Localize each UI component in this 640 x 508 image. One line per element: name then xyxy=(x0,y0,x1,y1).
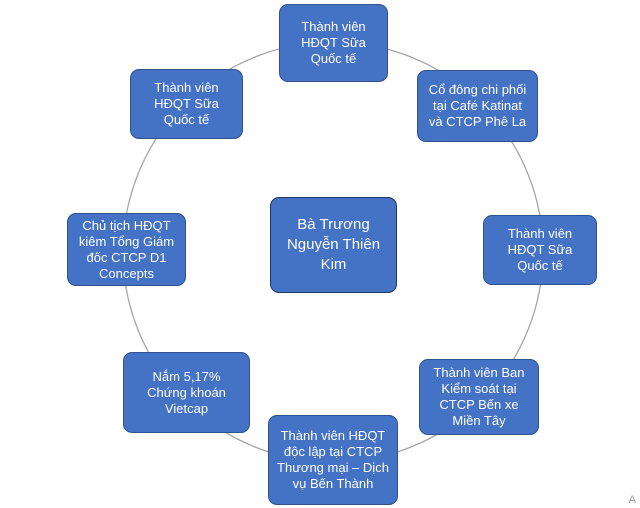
node-right: Thành viên HĐQT Sữa Quốc tế xyxy=(483,215,597,285)
node-bottom: Thành viên HĐQT độc lập tại CTCP Thương … xyxy=(268,415,398,505)
node-bottom-left: Nắm 5,17% Chứng khoán Vietcap xyxy=(123,352,250,433)
node-right-label: Thành viên HĐQT Sữa Quốc tế xyxy=(507,226,573,273)
node-bottom-right: Thành viên Ban Kiểm soát tại CTCP Bến xe… xyxy=(419,359,539,435)
node-top-label: Thành viên HĐQT Sữa Quốc tế xyxy=(301,19,366,66)
node-top-left-label: Thành viên HĐQT Sữa Quốc tế xyxy=(154,80,219,127)
center-node: Bà Trương Nguyễn Thiên Kim xyxy=(270,197,397,293)
node-bottom-right-label: Thành viên Ban Kiểm soát tại CTCP Bến xe… xyxy=(433,365,525,428)
node-bottom-left-label: Nắm 5,17% Chứng khoán Vietcap xyxy=(147,368,226,416)
node-left: Chủ tịch HĐQT kiêm Tổng Giám đốc CTCP D1… xyxy=(67,213,186,286)
center-node-label: Bà Trương Nguyễn Thiên Kim xyxy=(286,216,381,273)
node-bottom-label: Thành viên HĐQT độc lập tại CTCP Thương … xyxy=(277,428,389,491)
node-top-right-label: Cổ đông chi phối tại Café Katinat và CTC… xyxy=(428,82,527,129)
corner-mark: A xyxy=(628,494,636,506)
node-top-right: Cổ đông chi phối tại Café Katinat và CTC… xyxy=(417,70,538,142)
node-left-label: Chủ tịch HĐQT kiêm Tổng Giám đốc CTCP D1… xyxy=(78,217,175,281)
node-top-left: Thành viên HĐQT Sữa Quốc tế xyxy=(130,69,243,139)
node-top: Thành viên HĐQT Sữa Quốc tế xyxy=(279,4,388,82)
